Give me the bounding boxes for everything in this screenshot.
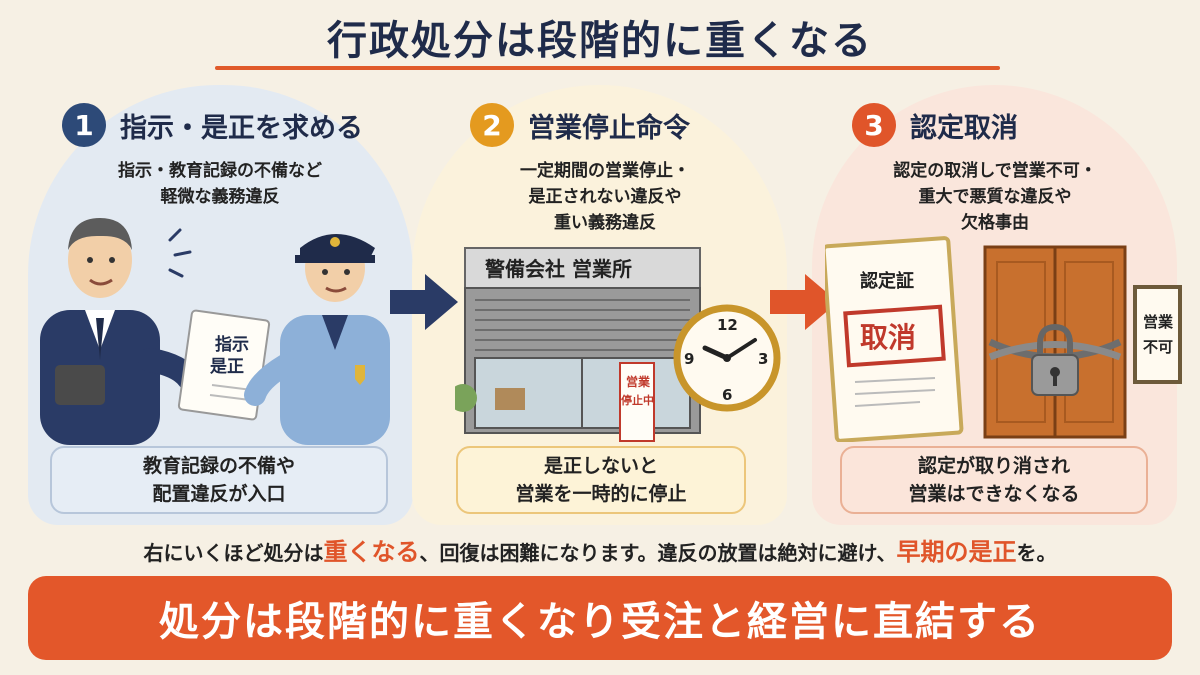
step2-desc-line: 是正されない違反や: [528, 187, 682, 207]
step2-number-badge: 2: [470, 103, 514, 147]
step2-title: 営業停止命令: [528, 112, 690, 144]
summary-text: 右にいくほど処分は重くなる、回復は困難になります。違反の放置は絶対に避け、早期の…: [0, 532, 1200, 567]
step1-note-line: 教育記録の不備や: [142, 455, 295, 477]
step1-desc-line: 軽微な義務違反: [160, 187, 280, 207]
svg-text:認定証: 認定証: [860, 270, 914, 292]
page-title: 行政処分は段階的に重くなる: [327, 18, 873, 64]
svg-text:取消: 取消: [860, 321, 916, 354]
svg-text:3: 3: [758, 350, 768, 368]
summary-part: 右にいくほど処分は: [143, 541, 324, 565]
svg-text:営業: 営業: [1143, 313, 1174, 331]
summary-highlight: 早期の是正: [896, 538, 1017, 566]
title-underline: [215, 66, 1000, 70]
step3-number-badge: 3: [852, 103, 896, 147]
step1-note: 教育記録の不備や 配置違反が入口: [50, 446, 388, 514]
svg-text:指示: 指示: [215, 334, 249, 355]
locked-door: [983, 245, 1127, 439]
step1-illustration: 指示 是正: [40, 218, 390, 445]
police-officer-figure: [244, 234, 390, 445]
conclusion-banner: 処分は段階的に重くなり受注と経営に直結する: [28, 576, 1172, 660]
svg-text:6: 6: [722, 386, 732, 404]
step2-note: 是正しないと 営業を一時的に停止: [456, 446, 746, 514]
step1-title: 指示・是正を求める: [120, 112, 363, 144]
svg-text:12: 12: [717, 316, 738, 334]
svg-text:是正: 是正: [210, 357, 244, 377]
step3-note-line: 営業はできなくなる: [908, 483, 1080, 505]
svg-text:警備会社 営業所: 警備会社 営業所: [485, 257, 632, 281]
arrow-step2-to-step3-icon: [770, 274, 838, 330]
step1-description: 指示・教育記録の不備など 軽微な義務違反: [60, 158, 380, 210]
closed-door-sign: 営業 不可: [1133, 285, 1182, 384]
step3-desc-line: 重大で悪質な違反や: [918, 187, 1072, 207]
step2-note-line: 営業を一時的に停止: [515, 483, 687, 505]
svg-text:停止中: 停止中: [621, 393, 654, 407]
businessman-figure: [40, 218, 202, 445]
step3-header: 3 認定取消: [852, 100, 1018, 150]
shop-building: 警備会社 営業所: [455, 247, 701, 434]
revoked-certificate: 認定証 取消: [825, 236, 964, 442]
summary-part: 、回復は困難になります。違反の放置は絶対に避け、: [419, 541, 897, 565]
step3-desc-line: 認定の取消しで営業不可・: [893, 161, 1097, 181]
step3-note: 認定が取り消され 営業はできなくなる: [840, 446, 1148, 514]
summary-part: を。: [1016, 541, 1057, 565]
svg-text:9: 9: [684, 350, 694, 368]
step2-description: 一定期間の営業停止・ 是正されない違反や 重い義務違反: [440, 158, 770, 236]
speech-lines: [168, 228, 192, 278]
closed-stand-sign: 営業 停止中: [619, 362, 655, 442]
arrow-step1-to-step2-icon: [390, 274, 458, 330]
svg-text:不可: 不可: [1143, 338, 1173, 356]
clock-icon: 12 3 6 9: [673, 304, 781, 412]
step1-header: 1 指示・是正を求める: [62, 100, 363, 150]
step1-desc-line: 指示・教育記録の不備など: [118, 161, 322, 181]
step2-desc-line: 重い義務違反: [554, 213, 656, 233]
step2-note-line: 是正しないと: [543, 455, 658, 477]
step1-number-badge: 1: [62, 103, 106, 147]
step3-illustration: 認定証 取消 営業 不可: [825, 236, 1182, 442]
svg-text:営業: 営業: [626, 374, 651, 389]
summary-highlight: 重くなる: [323, 538, 420, 566]
step3-description: 認定の取消しで営業不可・ 重大で悪質な違反や 欠格事由: [830, 158, 1160, 236]
step1-note-line: 配置違反が入口: [152, 483, 286, 505]
padlock-icon: [1031, 323, 1079, 396]
step2-illustration: 警備会社 営業所 12 3 6 9 営業 停止中: [455, 247, 781, 442]
step3-note-line: 認定が取り消され: [917, 455, 1070, 477]
step3-title: 認定取消: [910, 112, 1018, 144]
step2-desc-line: 一定期間の営業停止・: [520, 161, 690, 181]
step2-header: 2 営業停止命令: [470, 100, 690, 150]
step3-desc-line: 欠格事由: [961, 213, 1029, 233]
shutter-lines: [475, 299, 690, 351]
